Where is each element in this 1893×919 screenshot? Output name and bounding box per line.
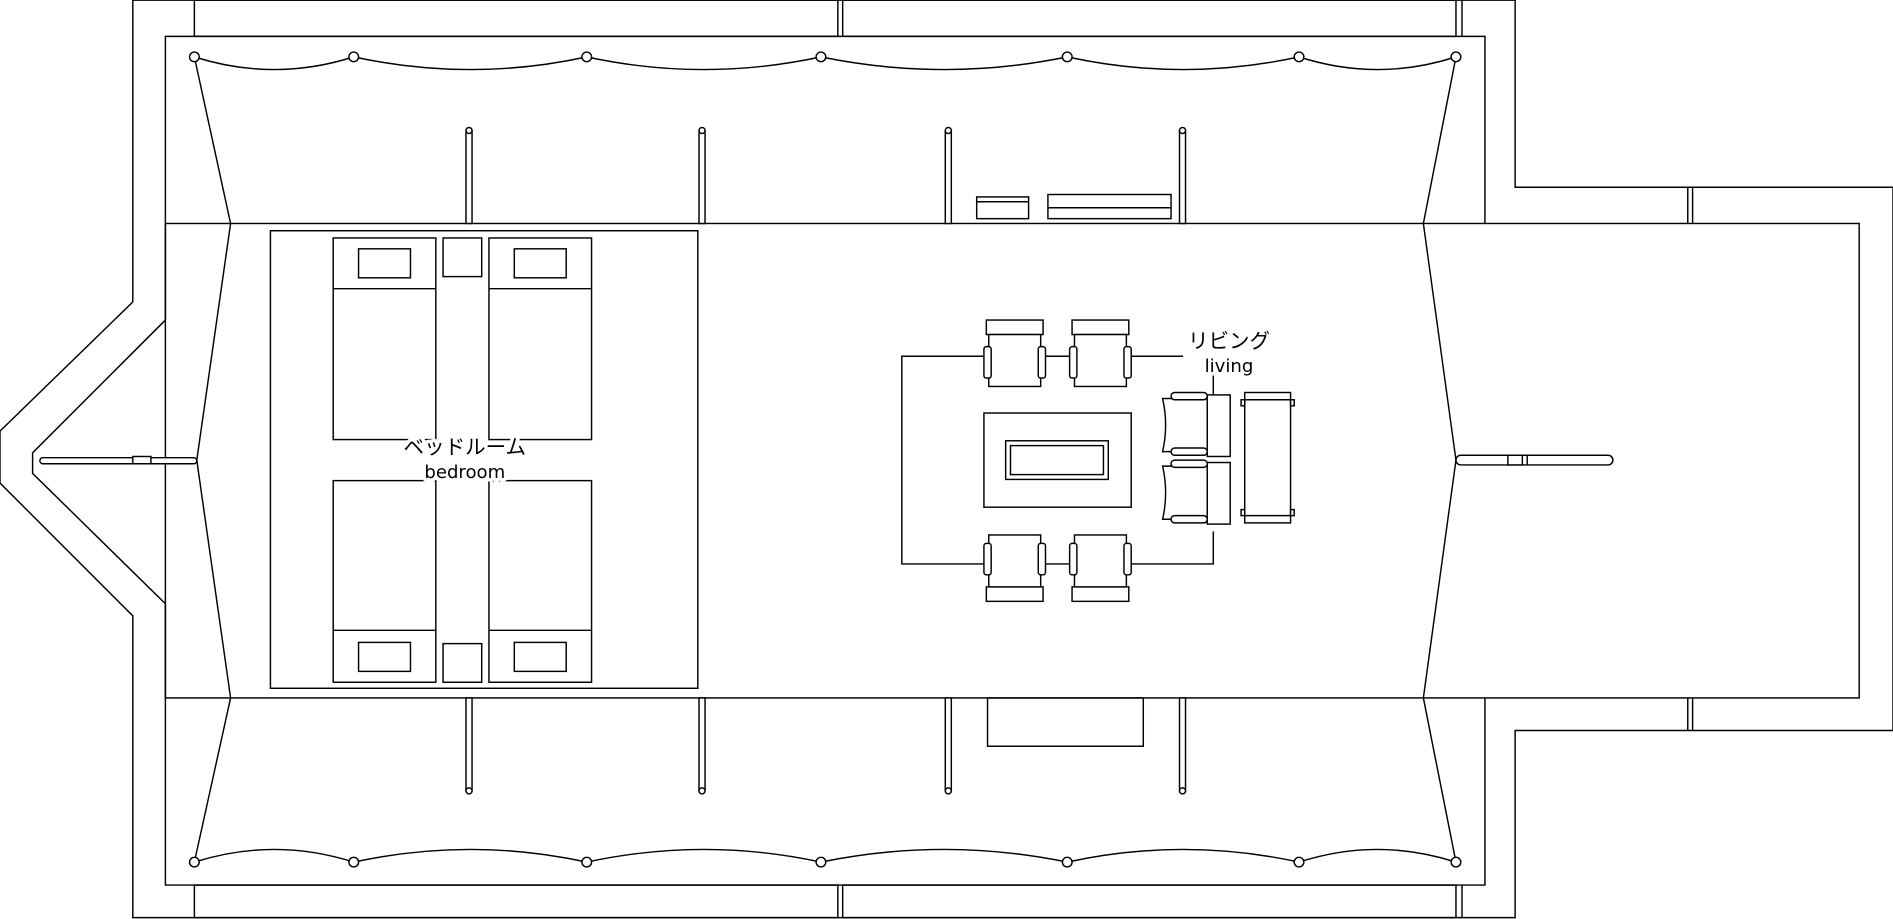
storage-furniture xyxy=(975,193,1172,747)
bed xyxy=(332,479,437,683)
bed xyxy=(488,237,593,441)
chair xyxy=(983,534,1047,603)
chair xyxy=(983,319,1047,388)
lounge-chair xyxy=(1161,459,1231,525)
bedroom-label-en: bedroom xyxy=(424,462,505,483)
lounge-chair xyxy=(1161,391,1231,458)
bedroom: ベッドルーム bedroom xyxy=(269,229,699,690)
bed xyxy=(332,237,437,441)
chair xyxy=(1068,319,1132,388)
tent-ropes xyxy=(188,51,1462,868)
wall-panels xyxy=(193,0,1463,919)
living-label-ja: リビング xyxy=(1188,329,1270,353)
nightstand xyxy=(442,237,483,278)
tent-posts xyxy=(465,126,1187,795)
chair xyxy=(1068,534,1132,603)
living-label-en: living xyxy=(1205,356,1254,377)
bed xyxy=(488,479,593,683)
bedroom-label-ja: ベッドルーム xyxy=(404,435,526,459)
table xyxy=(983,412,1132,508)
nightstand xyxy=(442,642,483,683)
ridge-poles xyxy=(39,454,1614,466)
living: リビング living xyxy=(901,319,1295,603)
bench xyxy=(1240,391,1295,524)
